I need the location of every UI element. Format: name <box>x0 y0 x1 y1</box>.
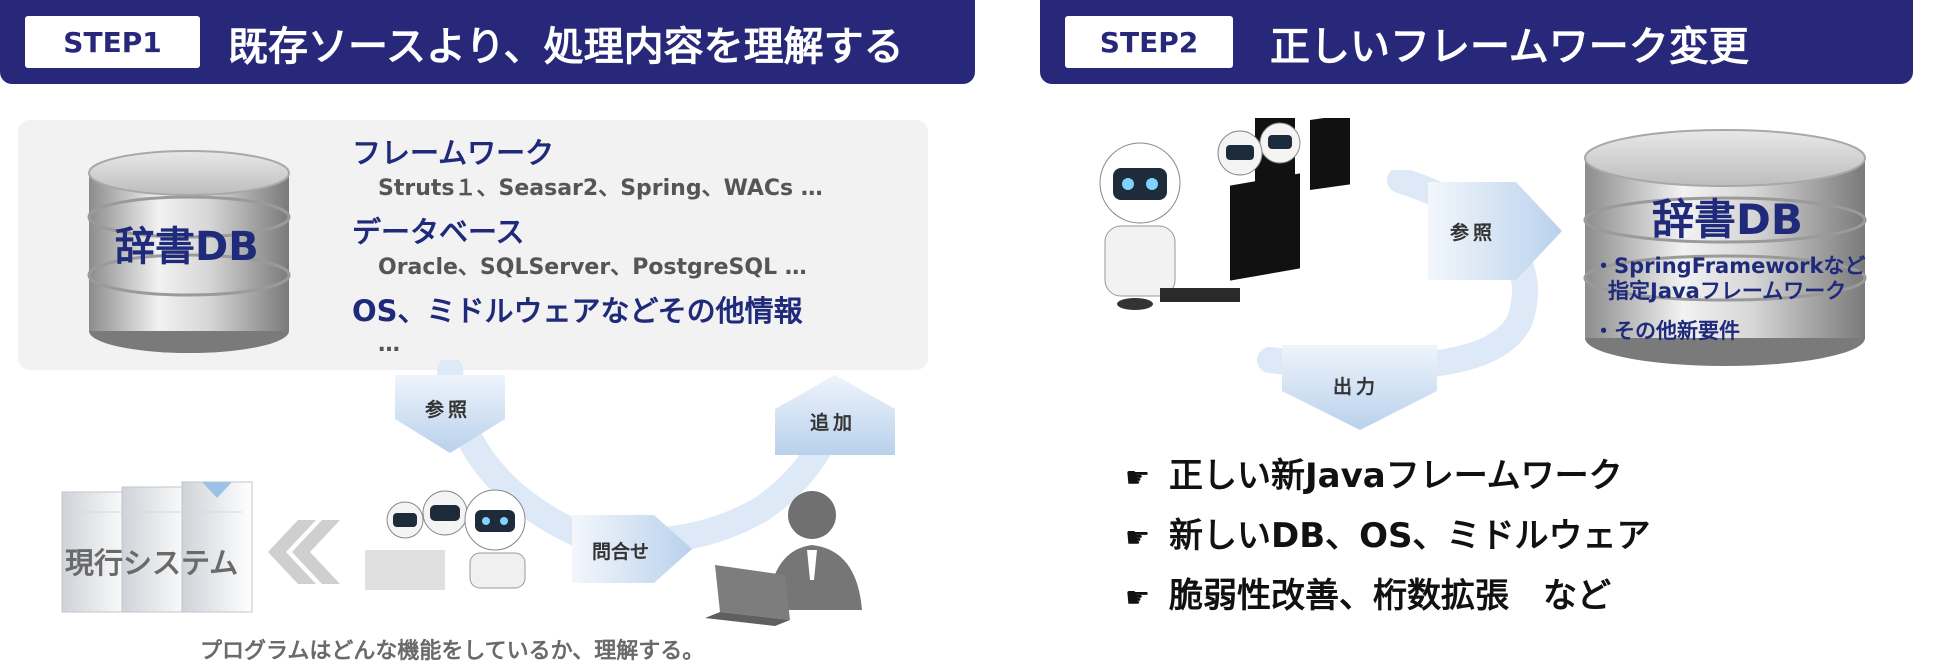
system-label: 現行システム <box>65 546 239 580</box>
person-icon <box>767 491 862 610</box>
chevron-arrow-icon <box>775 375 895 455</box>
bullet-text: 脆弱性改善、桁数拡張 など <box>1169 576 1611 616</box>
pointing-hand-icon: ☛ <box>1125 521 1151 554</box>
step2-db-label: 辞書DB <box>1652 195 1803 244</box>
laptop-icon <box>705 565 790 626</box>
database-icon <box>1583 129 1867 366</box>
robot-icon <box>1099 118 1350 310</box>
section-heading-database: データベース <box>352 215 525 249</box>
chevron-arrow-icon <box>395 375 505 453</box>
step1-caption: プログラムはどんな機能をしているか、理解する。 <box>200 639 705 664</box>
section-detail-other: … <box>378 332 400 357</box>
bullet-text: 新しいDB、OS、ミドルウェア <box>1169 516 1651 556</box>
chevron-left-icon <box>268 520 340 584</box>
step2-arrow-refer-label: 参照 <box>1450 222 1497 244</box>
robot-icon <box>365 489 526 590</box>
step2-tag: STEP2 <box>1065 16 1233 68</box>
step2-title: 正しいフレームワーク変更 <box>1270 24 1749 70</box>
server-icon <box>61 481 253 613</box>
pointing-hand-icon: ☛ <box>1125 461 1151 494</box>
database-icon <box>87 150 291 353</box>
section-heading-framework: フレームワーク <box>352 136 555 170</box>
section-heading-other: OS、ミドルウェアなどその他情報 <box>352 294 803 328</box>
bullet-item: ☛ 脆弱性改善、桁数拡張 など <box>1125 568 1611 617</box>
bullet-item: ☛ 正しい新Javaフレームワーク <box>1125 448 1623 497</box>
bullet-item: ☛ 新しいDB、OS、ミドルウェア <box>1125 508 1651 557</box>
step2-db-item-other: ・その他新要件 <box>1593 319 1740 343</box>
step1-banner: STEP1 既存ソースより、処理内容を理解する <box>0 0 975 84</box>
chevron-arrow-icon <box>572 515 692 583</box>
section-detail-framework: Struts１、Seasar2、Spring、WACs … <box>378 176 823 201</box>
section-detail-database: Oracle、SQLServer、PostgreSQL … <box>378 255 807 280</box>
step1-arrow-refer-label: 参照 <box>425 399 472 421</box>
chevron-arrow-icon <box>1428 182 1562 280</box>
step2-banner: STEP2 正しいフレームワーク変更 <box>1040 0 1913 84</box>
bullet-text: 正しい新Javaフレームワーク <box>1169 456 1623 496</box>
step1-arrow-add-label: 追加 <box>810 412 857 434</box>
step1-arrow-inquiry-label: 問合せ <box>592 541 650 563</box>
chevron-arrow-icon <box>1282 345 1437 430</box>
step1-db-label: 辞書DB <box>115 224 259 270</box>
step2-db-item-spring: ・SpringFrameworkなど <box>1593 254 1866 278</box>
step2-arrow-output-label: 出力 <box>1333 376 1380 398</box>
step1-tag: STEP1 <box>25 16 200 68</box>
pointing-hand-icon: ☛ <box>1125 581 1151 614</box>
step1-title: 既存ソースより、処理内容を理解する <box>228 24 904 70</box>
step2-db-item-java: 指定Javaフレームワーク <box>1608 279 1847 303</box>
